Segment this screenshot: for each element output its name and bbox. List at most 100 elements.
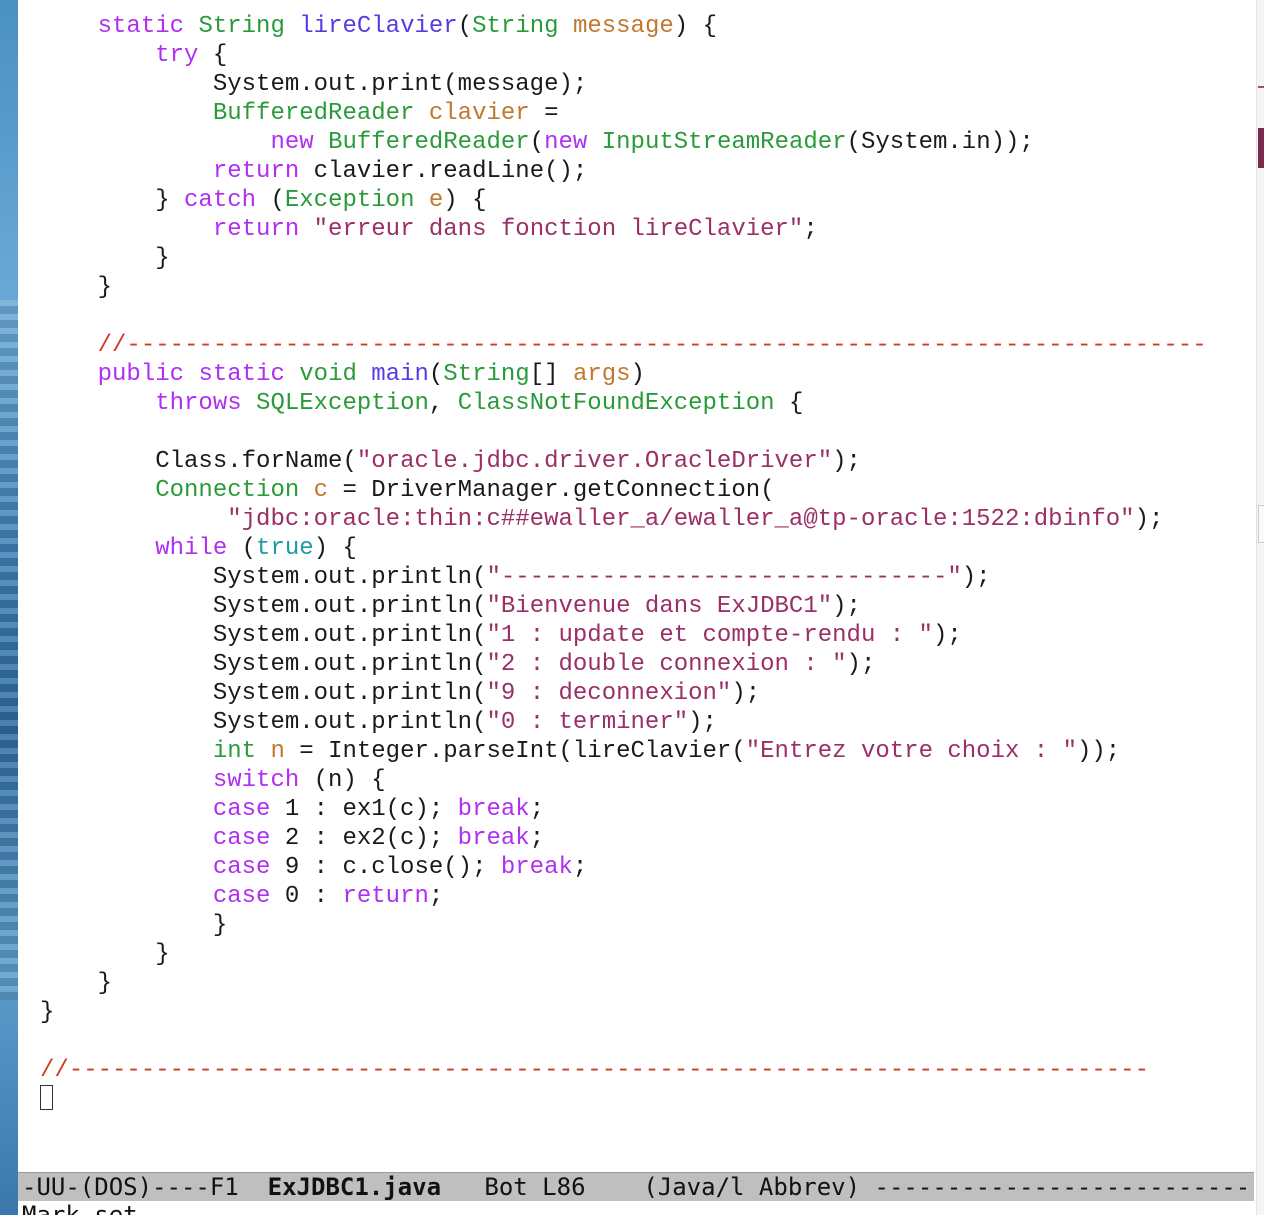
code-line[interactable]: System.out.println("1 : update et compte… (40, 621, 1207, 650)
code-token: String (443, 361, 530, 388)
code-token: "-------------------------------" (486, 564, 962, 591)
code-line[interactable]: return "erreur dans fonction lireClavier… (40, 215, 1207, 244)
code-line[interactable]: try { (40, 41, 1207, 70)
code-line[interactable]: BufferedReader clavier = (40, 99, 1207, 128)
code-line[interactable]: public static void main(String[] args) (40, 360, 1207, 389)
code-line[interactable]: System.out.println("0 : terminer"); (40, 708, 1207, 737)
code-line[interactable]: System.out.println("--------------------… (40, 563, 1207, 592)
code-token: ); (731, 680, 761, 707)
code-token: new (270, 129, 314, 156)
code-token: ) (630, 361, 645, 388)
code-line[interactable]: } (40, 969, 1207, 998)
code-line[interactable]: } (40, 244, 1207, 273)
mode-line-fill: ----------------------------------- (874, 1173, 1254, 1201)
code-token: } (40, 187, 185, 214)
code-token: //--------------------------------------… (97, 332, 1207, 359)
code-text[interactable]: static String lireClavier(String message… (40, 12, 1207, 1114)
code-token: (n) { (299, 767, 386, 794)
code-line[interactable]: while (true) { (40, 534, 1207, 563)
code-token: ( (227, 535, 257, 562)
code-token: new (544, 129, 588, 156)
code-token (40, 883, 213, 910)
code-line[interactable]: } (40, 998, 1207, 1027)
code-line[interactable]: //--------------------------------------… (40, 331, 1207, 360)
code-token: break (500, 854, 573, 881)
code-token: "9 : deconnexion" (486, 680, 732, 707)
code-token (314, 129, 328, 156)
code-token (40, 854, 213, 881)
code-line[interactable]: case 0 : return; (40, 882, 1207, 911)
code-line[interactable]: System.out.print(message); (40, 70, 1207, 99)
code-token (184, 361, 198, 388)
code-token: "2 : double connexion : " (486, 651, 847, 678)
code-token: ); (832, 448, 861, 475)
code-token (299, 477, 313, 504)
code-line[interactable]: throws SQLException, ClassNotFoundExcept… (40, 389, 1207, 418)
code-token: } (40, 274, 113, 301)
code-line[interactable]: int n = Integer.parseInt(lireClavier("En… (40, 737, 1207, 766)
code-line[interactable]: System.out.println("2 : double connexion… (40, 650, 1207, 679)
code-line[interactable]: static String lireClavier(String message… (40, 12, 1207, 41)
code-line[interactable]: System.out.println("9 : deconnexion"); (40, 679, 1207, 708)
code-token (40, 100, 213, 127)
code-token: 9 : c.close(); (270, 854, 501, 881)
code-line[interactable]: Connection c = DriverManager.getConnecti… (40, 476, 1207, 505)
code-token (40, 13, 98, 40)
code-line[interactable] (40, 302, 1207, 331)
code-token (587, 129, 601, 156)
code-token (357, 361, 371, 388)
code-token: } (40, 912, 228, 939)
code-line[interactable]: } (40, 911, 1207, 940)
code-token: e (428, 187, 444, 214)
code-line[interactable] (40, 1027, 1207, 1056)
code-line[interactable]: return clavier.readLine(); (40, 157, 1207, 186)
code-token (40, 158, 213, 185)
code-line[interactable]: } (40, 940, 1207, 969)
code-line[interactable]: switch (n) { (40, 766, 1207, 795)
code-token: BufferedReader (328, 129, 530, 156)
code-token: //--------------------------------------… (40, 1057, 1149, 1084)
code-token: = DriverManager.getConnection( (328, 477, 775, 504)
code-token: return (212, 216, 300, 243)
code-line[interactable]: case 2 : ex2(c); break; (40, 824, 1207, 853)
code-token: true (256, 535, 314, 562)
code-token: ); (932, 622, 962, 649)
code-token: { (198, 42, 228, 69)
code-line[interactable]: //--------------------------------------… (40, 1056, 1207, 1085)
code-line[interactable]: } (40, 273, 1207, 302)
code-token: clavier (428, 100, 530, 127)
code-token (40, 767, 213, 794)
code-token: (System.in)); (846, 129, 1034, 156)
code-token: "jdbc:oracle:thin:c##ewaller_a/ewaller_a… (227, 506, 1135, 533)
code-token: SQLException (256, 390, 429, 417)
code-token: ) { (443, 187, 487, 214)
code-token (414, 187, 428, 214)
code-token (40, 535, 155, 562)
code-token: InputStreamReader (601, 129, 847, 156)
buffer-name[interactable]: ExJDBC1.java (267, 1173, 442, 1201)
code-token (285, 361, 299, 388)
code-token: public (97, 361, 185, 388)
code-token (40, 361, 98, 388)
code-line[interactable]: "jdbc:oracle:thin:c##ewaller_a/ewaller_a… (40, 505, 1207, 534)
code-line[interactable]: case 9 : c.close(); break; (40, 853, 1207, 882)
emacs-mode-line[interactable]: -UU-(DOS)----F1 ExJDBC1.java Bot L86 (Ja… (18, 1172, 1254, 1201)
emacs-editor-buffer[interactable]: static String lireClavier(String message… (18, 0, 1256, 1172)
code-line[interactable]: Class.forName("oracle.jdbc.driver.Oracle… (40, 447, 1207, 476)
code-line[interactable]: } catch (Exception e) { (40, 186, 1207, 215)
code-token: = (529, 100, 559, 127)
echo-area: Mark set (22, 1201, 138, 1215)
code-token: case (212, 883, 271, 910)
code-token: "oracle.jdbc.driver.OracleDriver" (356, 448, 833, 475)
code-token: BufferedReader (212, 100, 415, 127)
code-line[interactable]: System.out.println("Bienvenue dans ExJDB… (40, 592, 1207, 621)
code-token (40, 477, 155, 504)
code-token: ; (529, 796, 545, 823)
code-token (184, 13, 198, 40)
code-line[interactable] (40, 418, 1207, 447)
code-line[interactable]: new BufferedReader(new InputStreamReader… (40, 128, 1207, 157)
cursor-line[interactable] (40, 1085, 1207, 1114)
code-token: try (155, 42, 199, 69)
code-line[interactable]: case 1 : ex1(c); break; (40, 795, 1207, 824)
major-mode-indicator[interactable]: (Java/l Abbrev) (643, 1173, 861, 1201)
